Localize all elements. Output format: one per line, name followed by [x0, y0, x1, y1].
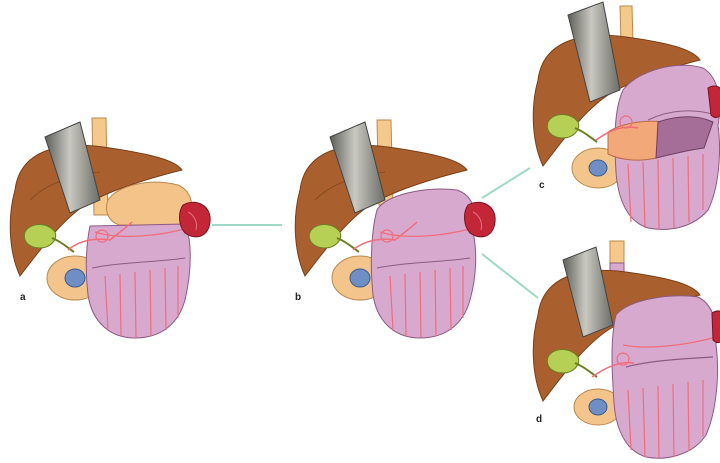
panel-label-a: a [20, 292, 26, 303]
panel-label-b: b [295, 292, 301, 303]
connector-b-d [482, 254, 538, 298]
panel-a-illustration [10, 118, 210, 338]
panel-d-illustration [533, 241, 720, 459]
panel-label-c: c [539, 180, 545, 191]
panel-b-illustration [295, 120, 495, 338]
connector-b-c [482, 168, 530, 198]
panel-label-d: d [536, 414, 542, 425]
panel-c-illustration [533, 2, 720, 230]
